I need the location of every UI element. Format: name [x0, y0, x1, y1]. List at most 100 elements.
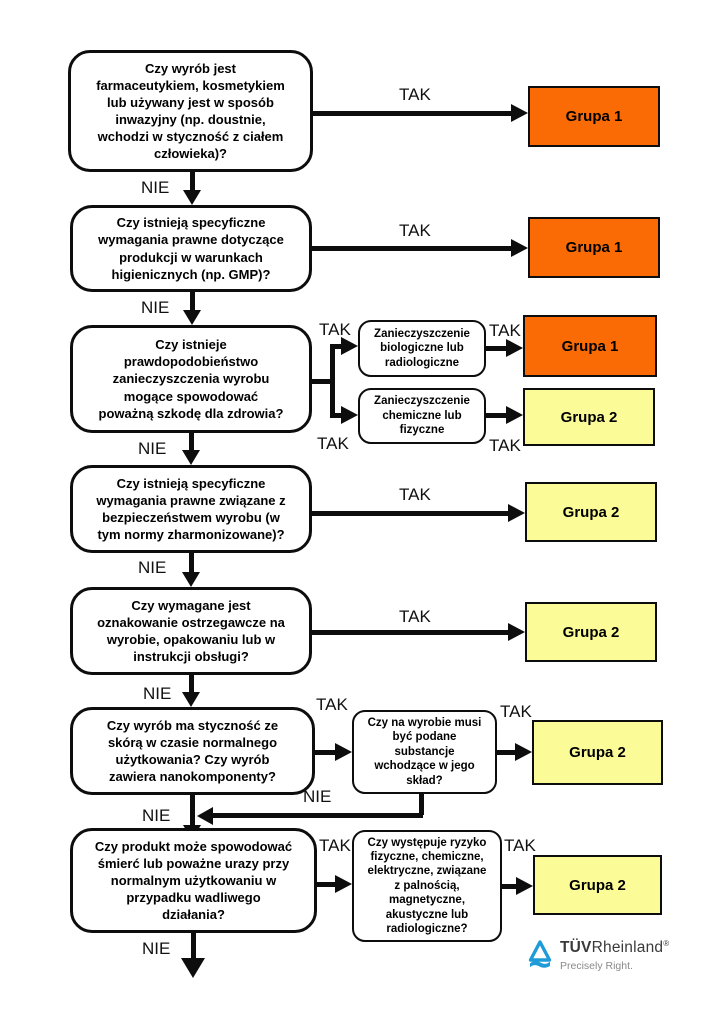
question-box-contamination: Czy istnieje prawdopodobieństwo zanieczy… [70, 325, 312, 433]
branch-label-yes: TAK [319, 320, 351, 339]
question-text: Czy wymagane jest oznakowanie ostrzegawc… [97, 597, 285, 665]
result-box-group2: Grupa 2 [533, 855, 662, 915]
question-text: Czy istnieje prawdopodobieństwo zanieczy… [98, 337, 284, 421]
branch-label-no: NIE [141, 298, 170, 317]
result-label: Grupa 2 [569, 876, 626, 894]
question-box-skin-contact: Czy wyrób ma styczność ze skórą w czasie… [70, 707, 315, 795]
arrow-down-icon [182, 572, 200, 587]
arrow-down-icon [183, 190, 201, 205]
condition-box-bio-radio: Zanieczyszczenie biologiczne lub radiolo… [358, 320, 486, 377]
question-box-hygiene-gmp: Czy istnieją specyficzne wymagania prawn… [70, 205, 312, 292]
arrow-line [330, 343, 335, 418]
logo-tagline: Precisely Right. [560, 959, 633, 972]
branch-label-yes: TAK [399, 221, 431, 240]
arrow-line [486, 345, 506, 351]
question-text: Czy produkt może spowodować śmierć lub p… [94, 838, 293, 923]
arrow-right-icon [508, 623, 525, 641]
result-label: Grupa 2 [562, 503, 620, 521]
condition-box-chem-phys: Zanieczyszczenie chemiczne lub fizyczne [358, 388, 486, 444]
branch-label-yes: TAK [317, 434, 349, 453]
arrow-right-icon [515, 743, 532, 761]
arrow-line [189, 795, 195, 825]
question-text: Czy wyrób ma styczność ze skórą w czasie… [106, 717, 279, 785]
result-box-group2: Grupa 2 [525, 602, 657, 662]
arrow-right-icon [506, 339, 523, 357]
question-box-safety-requirements: Czy istnieją specyficzne wymagania prawn… [70, 465, 312, 553]
arrow-down-icon [183, 310, 201, 325]
arrow-line [330, 343, 341, 349]
arrow-right-icon [511, 239, 528, 257]
logo-rheinland: Rheinland [591, 939, 664, 957]
arrow-right-icon [506, 406, 523, 424]
arrow-line [486, 412, 506, 418]
result-label: Grupa 1 [565, 108, 623, 125]
logo-tuv: TÜV [560, 939, 592, 957]
result-box-group1: Grupa 1 [523, 315, 657, 377]
arrow-right-icon [341, 406, 358, 424]
branch-label-no: NIE [142, 939, 171, 958]
question-text: Czy wyrób jest farmaceutykiem, kosmetyki… [96, 60, 285, 162]
result-box-group2: Grupa 2 [532, 720, 663, 785]
arrow-line [312, 629, 508, 635]
tuv-rheinland-logo: TÜVRheinland® Precisely Right. [528, 940, 669, 971]
arrow-line [188, 433, 194, 450]
condition-text: Zanieczyszczenie biologiczne lub radiolo… [374, 327, 470, 369]
arrow-right-icon [516, 877, 533, 895]
arrow-line [315, 749, 335, 755]
arrow-line [317, 881, 335, 887]
arrow-right-icon [508, 504, 525, 522]
condition-text: Czy występuje ryzyko fizyczne, chemiczne… [367, 836, 487, 935]
question-box-warning-labels: Czy wymagane jest oznakowanie ostrzegawc… [70, 587, 312, 675]
arrow-right-icon [341, 337, 358, 355]
result-box-group2: Grupa 2 [523, 388, 655, 446]
branch-label-no: NIE [138, 558, 167, 577]
branch-label-no: NIE [141, 178, 170, 197]
arrow-line [189, 292, 195, 310]
branch-label-yes: TAK [504, 836, 536, 855]
arrow-line [330, 412, 341, 418]
condition-text: Czy na wyrobie musi być podane substancj… [367, 717, 482, 787]
branch-label-yes: TAK [319, 836, 351, 855]
result-label: Grupa 2 [562, 623, 620, 641]
tuv-triangle-icon [528, 940, 552, 968]
result-box-group1: Grupa 1 [528, 217, 660, 278]
arrow-line [418, 793, 424, 815]
branch-label-no: NIE [143, 684, 172, 703]
branch-label-no: NIE [142, 806, 171, 825]
arrow-line [190, 933, 196, 958]
arrow-line [502, 883, 516, 889]
arrow-left-icon [197, 806, 213, 825]
question-box-death-injury: Czy produkt może spowodować śmierć lub p… [70, 828, 317, 933]
question-text: Czy istnieją specyficzne wymagania prawn… [96, 475, 286, 543]
result-label: Grupa 1 [561, 337, 619, 355]
branch-label-yes: TAK [399, 485, 431, 504]
condition-box-substances: Czy na wyrobie musi być podane substancj… [352, 710, 497, 794]
registered-mark: ® [663, 939, 670, 948]
arrow-right-icon [335, 743, 352, 761]
arrow-line [312, 245, 511, 251]
branch-label-yes: TAK [489, 436, 521, 455]
result-label: Grupa 2 [569, 744, 626, 761]
logo-wordmark: TÜVRheinland® [560, 940, 669, 956]
question-box-pharma-cosmetic: Czy wyrób jest farmaceutykiem, kosmetyki… [68, 50, 313, 172]
result-label: Grupa 2 [560, 408, 618, 426]
arrow-line [189, 172, 195, 190]
arrow-line [497, 749, 515, 755]
branch-label-no: NIE [303, 787, 332, 806]
arrow-line [188, 553, 194, 572]
arrow-line [213, 813, 423, 818]
result-label: Grupa 1 [565, 239, 623, 256]
branch-label-yes: TAK [316, 695, 348, 714]
arrow-down-icon [182, 450, 200, 465]
branch-label-yes: TAK [489, 321, 521, 340]
logo-text: TÜVRheinland® Precisely Right. [560, 940, 669, 971]
result-box-group1: Grupa 1 [528, 86, 660, 147]
arrow-line [188, 675, 194, 692]
arrow-line [312, 510, 508, 516]
condition-text: Zanieczyszczenie chemiczne lub fizyczne [374, 395, 470, 437]
arrow-down-icon [182, 692, 200, 707]
branch-label-no: NIE [138, 439, 167, 458]
arrow-line [312, 378, 335, 384]
branch-label-yes: TAK [399, 607, 431, 626]
